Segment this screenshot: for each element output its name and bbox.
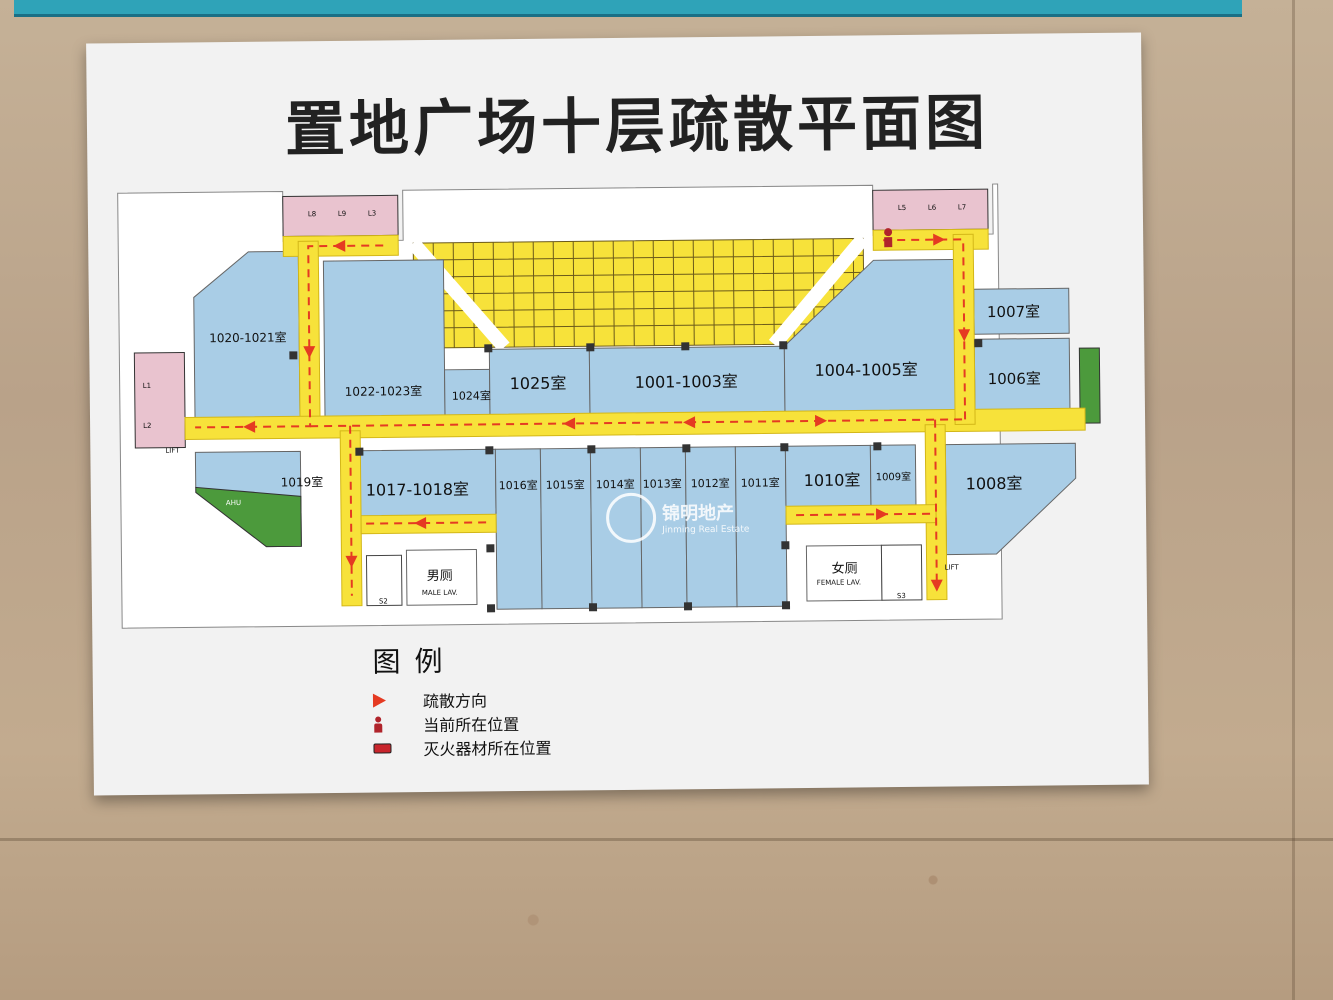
- stair-s2: [365, 554, 403, 607]
- watermark-logo-icon: [605, 492, 657, 544]
- label-1020-1021: 1020-1021室: [209, 329, 287, 345]
- watermark: 锦明地产 Jinming Real Estate: [605, 492, 750, 544]
- label-1011: 1011室: [741, 475, 780, 489]
- label-lift-east: LIFT: [945, 563, 960, 571]
- label-l2: L2: [143, 422, 151, 430]
- label-l3: L3: [368, 210, 376, 218]
- legend-label-extinguisher: 灭火器材所在位置: [423, 738, 552, 760]
- green-area-east: [1078, 347, 1101, 424]
- label-1013: 1013室: [643, 476, 682, 490]
- room-1016: [494, 448, 543, 610]
- upper-sign-edge: [14, 0, 1242, 17]
- label-male-lav: MALE LAV.: [422, 589, 458, 597]
- evacuation-arrowheads: [243, 233, 971, 592]
- label-l8: L8: [308, 210, 316, 218]
- label-1006: 1006室: [988, 370, 1041, 389]
- room-1022-1023: [322, 259, 446, 427]
- corridor-south-east: [785, 504, 937, 525]
- legend: 图例 疏散方向 当前所在位置 灭火器材所在位置: [372, 639, 551, 761]
- label-female-lav: FEMALE LAV.: [817, 578, 861, 586]
- label-1009: 1009室: [876, 470, 912, 483]
- room-1015: [539, 447, 593, 610]
- legend-label-position: 当前所在位置: [423, 715, 520, 736]
- evacuation-sign: 置地广场十层疏散平面图: [86, 32, 1149, 796]
- label-1025: 1025室: [510, 374, 567, 394]
- label-1017-1018: 1017-1018室: [366, 480, 469, 500]
- label-ahu: AHU: [226, 499, 241, 507]
- label-1010: 1010室: [804, 470, 861, 490]
- label-1016: 1016室: [499, 478, 538, 492]
- label-1014: 1014室: [596, 477, 635, 491]
- lift-bank-west: [133, 352, 186, 449]
- label-1001-1003: 1001-1003室: [635, 372, 738, 392]
- person-icon: [373, 716, 383, 732]
- label-1024: 1024室: [452, 388, 491, 402]
- wall-seam: [0, 838, 1333, 841]
- label-1007: 1007室: [987, 303, 1040, 322]
- label-1015: 1015室: [546, 477, 585, 491]
- fire-extinguisher-icon: [373, 743, 392, 754]
- label-s2: S2: [379, 597, 388, 605]
- watermark-cn: 锦明地产: [661, 502, 735, 525]
- label-s3: S3: [897, 592, 906, 600]
- legend-item-position: 当前所在位置: [373, 711, 551, 737]
- building-columns: [289, 339, 983, 613]
- label-1008: 1008室: [966, 474, 1023, 494]
- wall-seam-vertical: [1292, 0, 1295, 1000]
- room-1011: [734, 445, 788, 608]
- legend-label-evacuation: 疏散方向: [422, 691, 488, 712]
- label-1004-1005: 1004-1005室: [814, 360, 917, 380]
- label-1022-1023: 1022-1023室: [345, 383, 423, 399]
- legend-item-evacuation: 疏散方向: [372, 687, 551, 713]
- stair-s3: [880, 544, 923, 601]
- label-l6: L6: [928, 204, 937, 212]
- watermark-en: Jinming Real Estate: [662, 524, 750, 536]
- label-male-toilet: 男厕: [427, 569, 453, 584]
- sign-title: 置地广场十层疏散平面图: [284, 88, 990, 166]
- label-lift-west: LIFT: [165, 447, 180, 455]
- label-l1: L1: [143, 382, 151, 390]
- label-1019: 1019室: [281, 474, 324, 489]
- male-toilet: [405, 548, 478, 606]
- floor-plan: 1020-1021室 1022-1023室 1024室 1025室 1001-1…: [117, 183, 1101, 629]
- legend-item-extinguisher: 灭火器材所在位置: [373, 735, 552, 761]
- room-1008: [944, 442, 1077, 556]
- current-position-marker: [884, 228, 893, 248]
- label-1012: 1012室: [691, 476, 730, 490]
- label-l9: L9: [338, 210, 346, 218]
- atrium-grid: [407, 233, 869, 352]
- label-l7: L7: [958, 203, 966, 211]
- legend-title: 图例: [372, 644, 457, 679]
- label-l5: L5: [898, 204, 906, 212]
- evacuation-arrow-icon: [372, 693, 387, 708]
- ahu-green-area: [195, 486, 302, 548]
- label-female-toilet: 女厕: [832, 560, 858, 576]
